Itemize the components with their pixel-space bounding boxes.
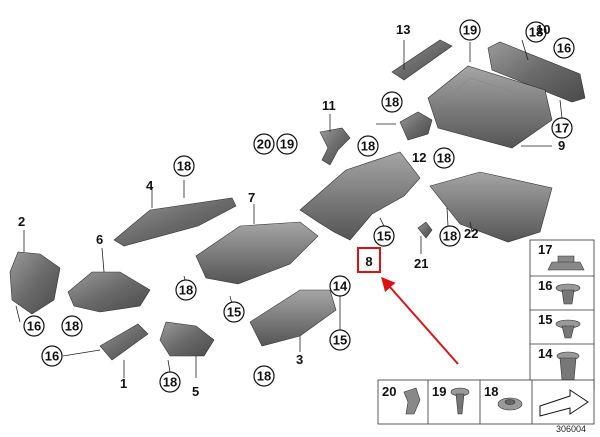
legend-20: 20 [382,384,396,399]
callout-18-text: 18 [529,25,543,40]
callout-18-text: 18 [257,369,271,384]
part-7-underbody-panel [195,221,319,285]
hook-clip-icon [403,387,421,415]
callout-18: 18 [253,365,275,387]
part-11-bracket [319,127,351,166]
legend-bottom: 20 19 18 306004 [377,379,595,434]
callout-16: 16 [23,315,45,337]
boxed-label-8-frame [357,247,381,273]
callout-18-text: 18 [177,159,191,174]
callout-18-text: 18 [385,95,399,110]
highlight-arrow [381,276,459,365]
diagram-reference: 306004 [556,424,586,434]
plain-labels: 13 10 11 9 12 4 7 2 6 22 21 3 1 5 [18,22,565,399]
label-22: 22 [464,226,478,241]
callout-15: 15 [373,225,395,247]
part-1-bracket [99,323,149,361]
label-4: 4 [146,178,154,193]
callout-17: 17 [551,117,573,139]
callout-16-text: 16 [45,349,59,364]
label-1: 1 [120,376,127,391]
callout-18-text: 18 [163,375,177,390]
part-13-strip [391,39,453,81]
clip-nut-icon [547,255,585,271]
part-8-tunnel-shield [299,151,421,241]
callout-18: 18 [381,91,403,113]
callout-18-text: 18 [179,283,193,298]
orientation-arrow-icon [539,389,589,417]
callout-14: 14 [329,275,351,297]
legend-16: 16 [538,278,552,293]
callout-15: 15 [329,329,351,351]
part-12-plate [399,111,433,141]
label-2: 2 [18,214,25,229]
part-5-bracket [159,321,215,357]
leader-lines [15,39,563,378]
callout-19-text: 19 [280,137,294,152]
callout-18: 18 [173,155,195,177]
callout-18: 18 [357,135,379,157]
callout-18: 18 [433,147,455,169]
callout-16-text: 16 [557,41,571,56]
expanding-rivet-icon [555,283,581,305]
callout-15-text: 15 [333,333,347,348]
part-21-clip [417,221,433,239]
callout-18-text: 18 [65,319,79,334]
callout-19: 19 [276,133,298,155]
callout-17-text: 17 [555,121,569,136]
screw-clip-icon [555,319,581,339]
callout-18: 18 [525,21,547,43]
callout-18: 18 [175,279,197,301]
callout-16: 16 [41,345,63,367]
callout-19-text: 19 [463,23,477,38]
callout-18-text: 18 [361,139,375,154]
legend-19: 19 [432,384,446,399]
part-10-rail [487,41,586,103]
callout-19: 19 [459,19,481,41]
callout-18: 18 [439,225,461,247]
callout-18-text: 18 [443,229,457,244]
legend-15: 15 [538,312,552,327]
callout-15: 15 [223,301,245,323]
legend-18: 18 [484,384,498,399]
label-7: 7 [248,190,255,205]
callout-14-text: 14 [333,279,348,294]
washer-nut-icon [497,397,523,411]
callout-15-text: 15 [227,305,241,320]
label-5: 5 [192,384,199,399]
label-6: 6 [96,232,103,247]
label-11: 11 [322,98,336,113]
callout-18: 18 [61,315,83,337]
label-10: 10 [536,22,550,37]
label-3: 3 [296,352,303,367]
label-9: 9 [558,138,565,153]
label-21: 21 [414,256,428,271]
part-2-wheel-arch [9,251,61,315]
callout-18-text: 18 [437,151,451,166]
part-3-underbody-panel [249,289,337,347]
callout-20-text: 20 [257,137,271,152]
callout-15-text: 15 [377,229,391,244]
legend-14: 14 [538,346,553,361]
part-22-heat-shield [429,171,553,243]
push-rivet-icon [556,351,580,381]
callout-20: 20 [253,133,275,155]
plastic-rivet-icon [450,387,470,415]
label-13: 13 [396,22,410,37]
label-12: 12 [412,150,426,165]
callout-16-text: 16 [27,319,41,334]
part-4-underbody-panel [113,197,237,247]
boxed-label-8: 8 [365,254,372,269]
legend-side: 17 16 15 14 [529,239,595,391]
callout-18: 18 [159,371,181,393]
legend-17: 17 [538,242,552,257]
part-6-shield [67,271,151,313]
callout-16: 16 [553,37,575,59]
part-9-heat-shield [427,65,553,149]
